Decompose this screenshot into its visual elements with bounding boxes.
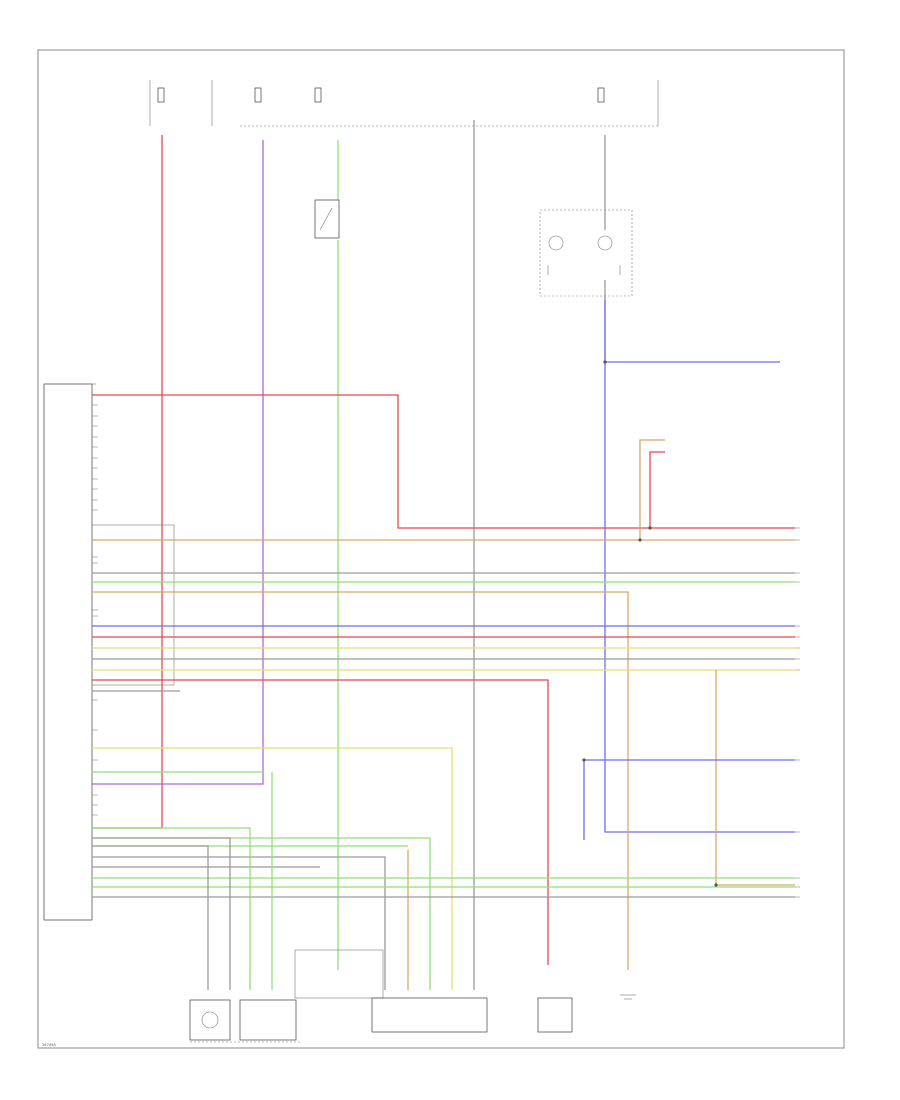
ground-icon [620,994,636,1000]
wire-yellow-c [92,747,453,990]
right-connector-ticks [795,527,800,898]
wire-tan-c [715,670,795,886]
footer-code: 16749A [42,1043,56,1047]
wire-gray-d [92,856,386,990]
wire-gray-h [92,845,209,990]
wire-tan-drop-a [639,439,665,540]
traction-control-unit [43,383,175,921]
wire-green-c [92,837,431,990]
wire-violet [92,140,264,785]
wire-blue-b [583,759,795,840]
wire-red-b [92,679,549,965]
diagram-frame [37,49,845,1049]
wire-red-drop-b [649,451,665,528]
combination-meter [539,209,633,297]
wire-blue-right [604,300,795,833]
splice-points [582,360,718,887]
fuse-block-top [149,80,660,127]
wire-red-top [92,394,795,529]
bottom-components [189,949,636,1043]
wire-gray-g [92,837,231,990]
switch-icon [314,199,340,239]
wire-red-left [92,135,163,829]
wire-green-g [92,827,251,990]
lamp-icon [548,235,613,251]
fuse-icon [157,87,605,103]
pin-column [92,394,98,816]
wire-tan-b [92,591,629,970]
sensor-icon [189,999,231,1041]
